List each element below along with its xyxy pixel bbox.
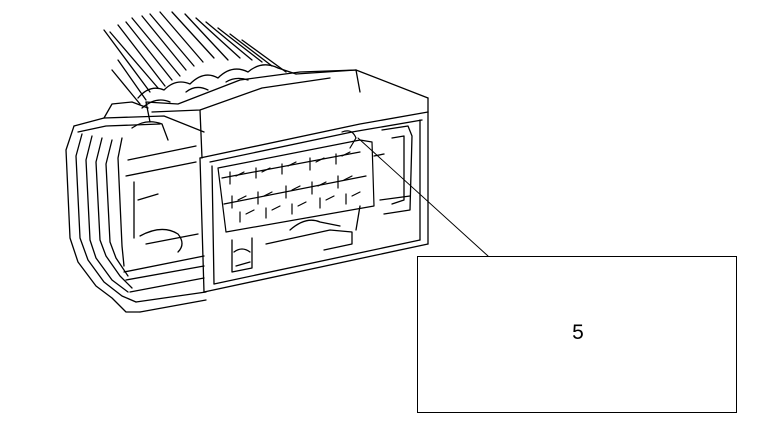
callout-label: 5 — [572, 320, 584, 344]
locking-lever — [65, 101, 207, 313]
callout-leader-line — [357, 137, 489, 257]
callout-box: 5 — [417, 256, 737, 413]
housing-top — [145, 69, 429, 159]
wire-bundle — [103, 11, 287, 105]
housing-right-side — [373, 125, 413, 215]
terminal-cavities — [217, 130, 375, 233]
